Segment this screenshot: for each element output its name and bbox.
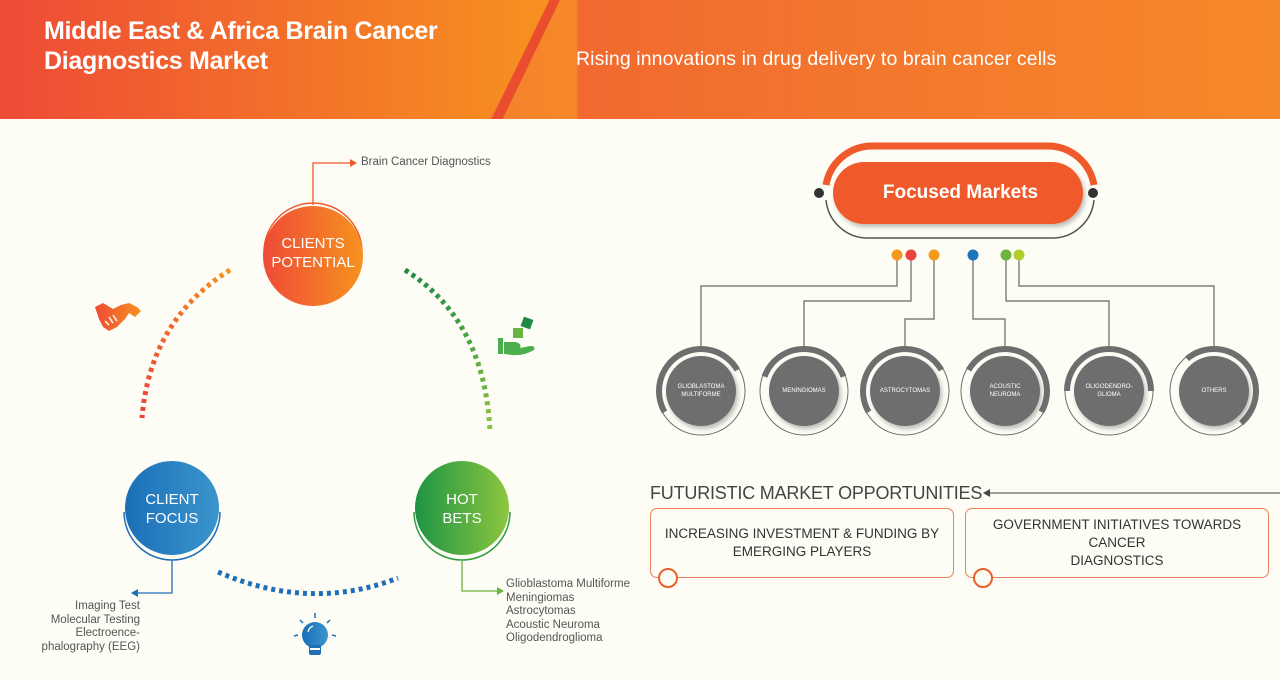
segment-color-dot (891, 249, 903, 261)
segment-node (860, 346, 950, 436)
page-subtitle: Rising innovations in drug delivery to b… (576, 48, 1057, 70)
segment-circle (1179, 356, 1249, 426)
segment-circle (666, 356, 736, 426)
page-title-line1: Middle East & Africa Brain Cancer (44, 17, 438, 45)
hot-bets-label-line2: BETS (442, 510, 482, 527)
clients-potential-note: Brain Cancer Diagnostics (361, 156, 491, 168)
segment-node (1169, 346, 1259, 436)
client-focus-node (123, 461, 221, 597)
client-focus-label: CLIENT FOCUS (122, 490, 222, 528)
segment-connector (1005, 255, 1110, 347)
header-title-panel (0, 0, 555, 119)
segment-accent-arc (761, 346, 847, 378)
segment-connector (803, 255, 912, 347)
header-banner: Middle East & Africa Brain Cancer Diagno… (0, 0, 1280, 119)
segment-color-dot (928, 249, 940, 261)
hot-bets-label-line1: HOT (446, 491, 478, 508)
client-focus-notes: Imaging Test Molecular Testing Electroen… (40, 600, 140, 654)
segment-color-dot (967, 249, 979, 261)
hot-bets-label: HOT BETS (412, 490, 512, 528)
client-focus-note: Imaging Test (75, 600, 140, 612)
client-focus-note: phalography (EEG) (41, 640, 140, 653)
client-focus-note: Electroence- (75, 627, 140, 639)
segment-circle (970, 356, 1040, 426)
page-title-line2: Diagnostics Market (44, 47, 268, 75)
clients-potential-label-line2: POTENTIAL (271, 254, 355, 271)
segment-label-line2: GLIOMA (1097, 392, 1121, 398)
segment-connectors (700, 249, 1215, 347)
segment-label: OLIGODENDRO- GLIOMA (1074, 383, 1144, 399)
clients-potential-label: CLIENTS POTENTIAL (263, 234, 363, 272)
segment-label: ACOUSTIC NEUROMA (970, 383, 1040, 399)
opportunity-text-line1: INCREASING INVESTMENT & FUNDING BY (664, 526, 940, 541)
hot-bets-note: Meningiomas (506, 591, 575, 604)
opportunities-arrow-head (983, 489, 990, 497)
client-focus-label-line2: FOCUS (145, 510, 199, 527)
dice-hand-icon (498, 316, 535, 356)
segment-label-line1: MENINGIOMAS (782, 388, 826, 394)
page-title: Middle East & Africa Brain Cancer Diagno… (44, 16, 438, 76)
hot-bets-note: Oligodendroglioma (506, 632, 603, 644)
cycle-arc-green (403, 267, 493, 433)
segment-label-line1: OLIGODENDRO- (1085, 384, 1133, 390)
opportunity-text-line2: EMERGING PLAYERS (732, 544, 872, 559)
opportunity-text-line1: GOVERNMENT INITIATIVES TOWARDS CANCER (992, 517, 1242, 550)
segment-accent-arc (860, 346, 944, 414)
opportunity-text-line2: DIAGNOSTICS (1070, 553, 1164, 568)
segment-node (1064, 346, 1154, 436)
hot-bets-note: Astrocytomas (506, 605, 576, 617)
segment-circle (870, 356, 940, 426)
cycle-arc-blue (217, 569, 399, 597)
client-focus-label-line1: CLIENT (145, 491, 199, 508)
segment-label-line2: MULTIFORME (681, 392, 721, 398)
opportunities-title: FUTURISTIC MARKET OPPORTUNITIES (650, 483, 983, 503)
client-focus-note: Molecular Testing (50, 613, 140, 626)
segment-accent-arc (1185, 346, 1259, 426)
lightbulb-icon (293, 613, 337, 655)
segment-label-line1: ACOUSTIC (989, 384, 1021, 390)
segment-accent-arc (1064, 346, 1154, 392)
segment-color-dot (905, 249, 917, 261)
opportunity-card: GOVERNMENT INITIATIVES TOWARDS CANCER DI… (965, 508, 1269, 578)
focused-markets-pill (814, 142, 1098, 239)
segment-color-dot (1000, 249, 1012, 261)
segment-accent-arc (966, 346, 1050, 414)
segment-label-line2: NEUROMA (989, 392, 1021, 398)
segment-label: MENINGIOMAS (769, 387, 839, 395)
clients-potential-label-line1: CLIENTS (281, 235, 345, 252)
hot-bets-node (413, 461, 511, 595)
hot-bets-note: Acoustic Neuroma (506, 618, 600, 631)
segment-label-line1: ASTROCYTOMAS (879, 388, 931, 394)
segment-label-line1: GLIOBLASTOMA (677, 384, 725, 390)
segment-circle (1074, 356, 1144, 426)
segment-label: ASTROCYTOMAS (870, 387, 940, 395)
segment-node (759, 346, 849, 436)
segment-node (656, 346, 746, 436)
segment-circle (769, 356, 839, 426)
segment-color-dot (1013, 249, 1025, 261)
cycle-arc-orange (139, 267, 232, 419)
segment-connector (972, 255, 1006, 347)
focused-markets-title: Focused Markets (882, 182, 1039, 203)
segment-label-line1: OTHERS (1201, 388, 1227, 394)
clients-potential-node (263, 159, 363, 306)
segment-label: GLIOBLASTOMA MULTIFORME (666, 383, 736, 399)
handshake-icon (95, 303, 141, 331)
segment-label: OTHERS (1179, 387, 1249, 395)
segment-connector (1018, 255, 1215, 347)
hot-bets-note: Glioblastoma Multiforme (506, 578, 630, 590)
segment-connector (904, 255, 935, 347)
segment-circles (656, 346, 1259, 436)
segment-node (960, 346, 1050, 436)
opportunity-card: INCREASING INVESTMENT & FUNDING BY EMERG… (650, 508, 954, 578)
segment-connector (700, 255, 898, 347)
hot-bets-notes: Glioblastoma Multiforme Meningiomas Astr… (506, 578, 630, 646)
segment-accent-arc (656, 346, 740, 414)
